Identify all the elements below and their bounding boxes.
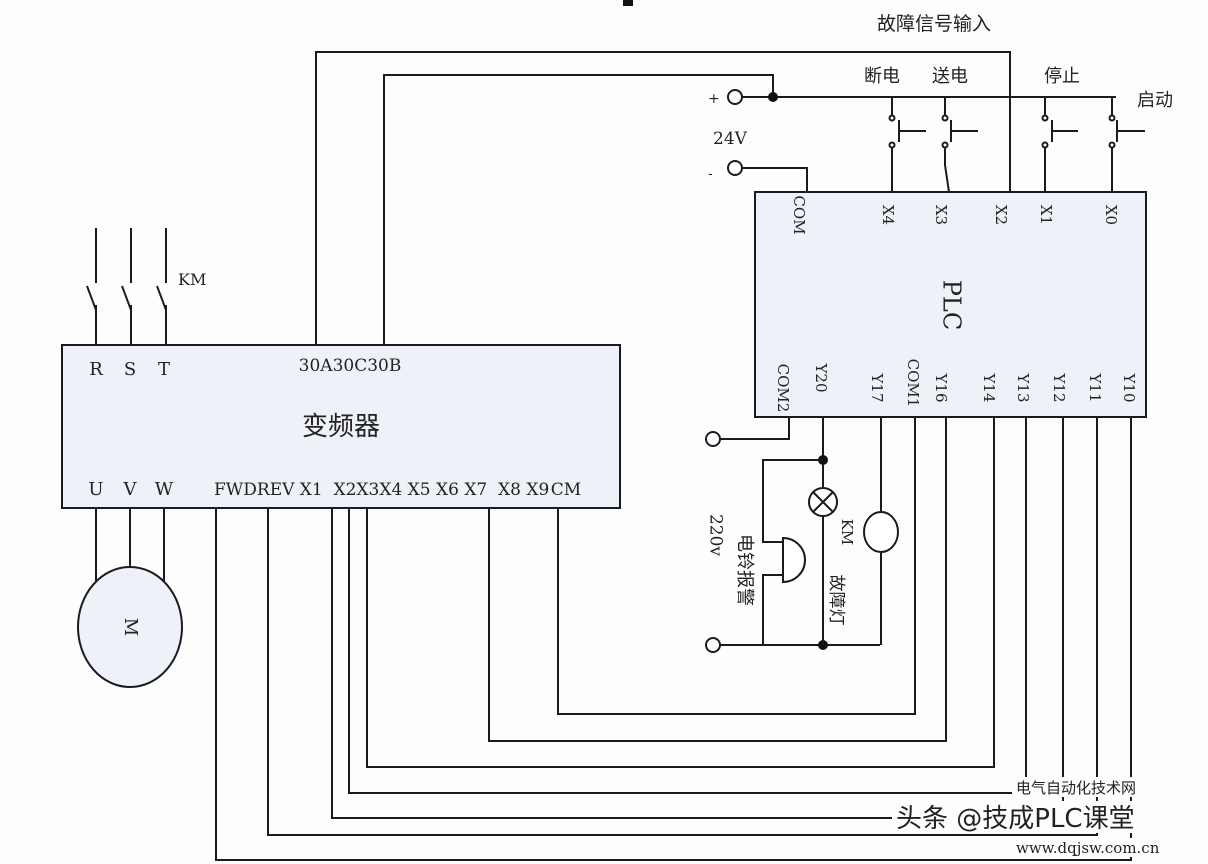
bell-icon: [782, 536, 806, 584]
km-coil-icon: [863, 511, 899, 553]
motor: [77, 566, 183, 688]
supply-label: 220v: [706, 514, 726, 556]
minus-label: -: [708, 166, 713, 182]
plc-input-com: COM: [790, 195, 808, 234]
minus-terminal: [727, 160, 743, 176]
plc-label: PLC: [938, 280, 966, 330]
plc-output-labels: COM2 Y20 Y17 COM1 Y16 Y14 Y13 Y12 Y11 Y10: [774, 359, 1138, 413]
plc-input-x4: X4: [879, 205, 897, 225]
plc-output-com1: COM1: [904, 359, 922, 408]
terminal-s: S: [124, 359, 136, 380]
watermark-site-bg: [1012, 838, 1172, 857]
plc-output-y20: Y20: [812, 363, 830, 393]
voltage-label: 24V: [713, 129, 748, 149]
plc-input-x0: X0: [1102, 205, 1120, 225]
control-terminals: FWDREV X1 X2X3X4 X5 X6 X7 X8 X9: [214, 480, 549, 500]
watermark-text-bg: [892, 801, 1182, 833]
fault-terminals: 30A30C30B: [299, 356, 402, 376]
inverter-box: [61, 344, 621, 509]
terminal-v: V: [123, 479, 138, 500]
switch-power-on: [941, 97, 978, 193]
plc-output-y12: Y12: [1050, 373, 1068, 403]
minus-to-com: [742, 167, 808, 192]
plc-output-y17: Y17: [868, 373, 886, 403]
plc-output-y16: Y16: [932, 373, 950, 403]
watermark-text: 头条 @技成PLC课堂: [896, 804, 1135, 834]
plus-terminal: [727, 89, 743, 105]
plc-input-x2: X2: [992, 205, 1010, 225]
switch-power-off: [888, 97, 926, 192]
watermark-site: www.dqjsw.com.cn: [1016, 839, 1160, 857]
wire-com2: [720, 417, 790, 440]
ac-terminal-top: [705, 431, 721, 447]
bell-label: 电铃报警: [734, 534, 755, 606]
contactor-km: [86, 228, 167, 345]
wire-30a-to-x2: [315, 51, 1011, 345]
plc-input-labels: COM X4 X3 X2 X1 X0: [790, 195, 1120, 234]
inverter-label: 变频器: [302, 412, 380, 442]
label-stop: 停止: [1044, 66, 1080, 87]
contactor-label: KM: [178, 270, 206, 289]
terminal-w: W: [155, 479, 174, 500]
plc-output-y13: Y13: [1014, 373, 1032, 403]
fault-signal-input-title: 故障信号输入: [877, 13, 991, 35]
terminal-r: R: [89, 359, 103, 380]
fault-lamp-label: 故障灯: [826, 575, 846, 626]
terminal-t: T: [158, 359, 170, 380]
plus-junction: [768, 92, 778, 102]
plc-output-com2: COM2: [774, 364, 792, 413]
bell-wire-top: [762, 459, 823, 543]
terminal-u: U: [88, 479, 103, 500]
label-power-on: 送电: [932, 66, 968, 87]
plus-label: +: [708, 91, 720, 107]
plc-box: [754, 191, 1147, 418]
motor-label: M: [120, 618, 141, 636]
ac-terminal-bottom: [705, 637, 721, 653]
label-power-off: 断电: [864, 66, 900, 87]
fault-lamp-icon: [808, 487, 838, 517]
km-coil-label: KM: [838, 519, 856, 546]
plc-output-y11: Y11: [1086, 373, 1104, 403]
wire-30c-to-plus: [383, 74, 774, 345]
plc-input-x3: X3: [932, 205, 950, 225]
watermark-overlay-bg: [1012, 777, 1202, 797]
watermark-overlay: 电气自动化技术网: [1016, 779, 1136, 797]
bell-wire-bottom: [762, 574, 783, 645]
switch-stop: [1041, 97, 1078, 192]
terminal-cm: CM: [551, 480, 581, 500]
control-wiring: [215, 417, 1132, 861]
label-start: 启动: [1137, 90, 1173, 111]
plc-output-y14: Y14: [980, 373, 998, 403]
plc-output-y10: Y10: [1120, 373, 1138, 403]
switch-start: [1108, 97, 1145, 192]
plc-input-x1: X1: [1037, 205, 1055, 225]
top-mark: [623, 0, 633, 6]
